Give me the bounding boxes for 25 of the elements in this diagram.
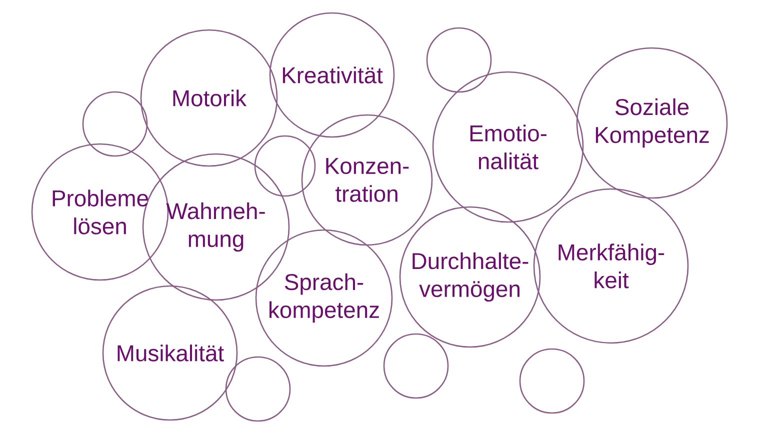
skill-label: Soziale Kompetenz bbox=[596, 98, 709, 148]
skill-circle bbox=[255, 229, 393, 367]
skill-label: Sprach- kompetenz bbox=[270, 273, 379, 323]
empty-circle bbox=[82, 91, 148, 157]
empty-circle bbox=[383, 333, 449, 399]
skill-circle bbox=[432, 71, 584, 223]
skill-label: Merkfähig- keit bbox=[558, 244, 664, 288]
skill-label: Probleme lösen bbox=[52, 190, 148, 234]
empty-circle bbox=[519, 348, 585, 414]
skill-circle bbox=[533, 188, 689, 344]
skill-circle bbox=[102, 285, 238, 421]
skill-label: Kreativität bbox=[282, 66, 383, 84]
empty-circle bbox=[426, 27, 492, 93]
skill-circle bbox=[399, 206, 541, 348]
empty-circle bbox=[254, 135, 316, 197]
skill-label: Emotio- nalität bbox=[470, 124, 546, 170]
skill-label: Konzen- tration bbox=[326, 158, 409, 202]
skill-circle bbox=[140, 29, 278, 167]
skill-circle bbox=[301, 114, 433, 246]
skill-label: Musikalität bbox=[118, 344, 224, 362]
skill-label: Motorik bbox=[173, 90, 247, 106]
skill-label: Durchhalte- vermögen bbox=[412, 252, 528, 302]
skill-circle bbox=[576, 47, 728, 199]
empty-circle bbox=[225, 356, 291, 422]
skill-circle bbox=[269, 12, 395, 138]
